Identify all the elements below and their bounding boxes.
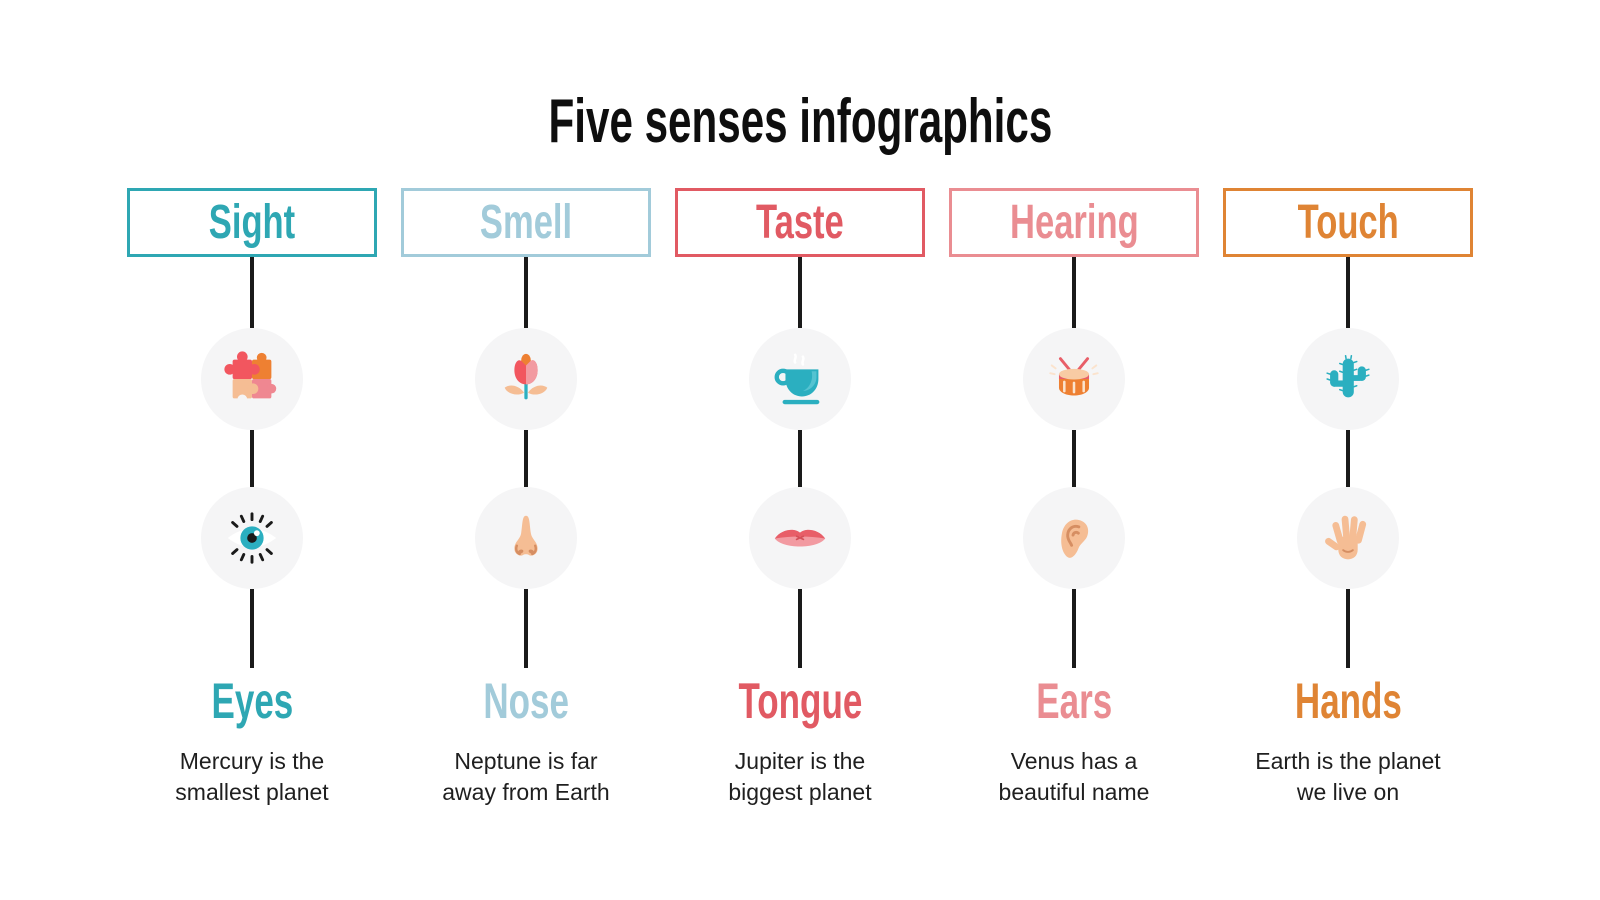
organ-label: Tongue xyxy=(738,673,862,730)
sense-box-label: Hearing xyxy=(1009,195,1139,249)
sense-description: Venus has a beautiful name xyxy=(999,746,1150,807)
icon-circle xyxy=(1023,328,1125,431)
organ-label: Ears xyxy=(1036,673,1112,730)
organ-label: Nose xyxy=(483,673,569,730)
sense-description: Neptune is far away from Earth xyxy=(442,746,609,807)
icon-circle xyxy=(475,487,577,590)
organ-label: Hands xyxy=(1294,673,1402,730)
tulip-icon xyxy=(504,354,548,400)
sense-description: Earth is the planet we live on xyxy=(1255,746,1440,807)
ear-icon xyxy=(1061,519,1089,559)
drum-icon xyxy=(1049,357,1099,396)
connector-line xyxy=(1072,257,1076,329)
lips-icon xyxy=(774,530,826,547)
cactus-icon xyxy=(1326,355,1370,398)
eye-icon xyxy=(227,512,277,564)
description-line: Jupiter is the xyxy=(734,748,866,775)
sense-box-taste: Taste xyxy=(675,188,925,258)
column-smell: Smell Nose Neptune xyxy=(401,188,651,807)
description-line: Venus has a xyxy=(1010,748,1138,775)
sense-description: Jupiter is the biggest planet xyxy=(728,746,871,807)
connector-line xyxy=(1072,430,1076,488)
description-line: Mercury is the xyxy=(179,748,325,775)
connector-line xyxy=(1346,257,1350,329)
icon-circle xyxy=(749,328,851,431)
sense-description: Mercury is the smallest planet xyxy=(175,746,328,807)
connector-line xyxy=(250,430,254,488)
icon-circle xyxy=(1297,487,1399,590)
description-line: smallest planet xyxy=(175,778,329,805)
connector-line xyxy=(250,257,254,329)
connector-line xyxy=(798,257,802,329)
icon-circle xyxy=(201,487,303,590)
connector-line xyxy=(798,589,802,669)
nose-icon xyxy=(514,515,538,556)
hand-icon xyxy=(1325,515,1367,560)
connector-line xyxy=(524,589,528,669)
column-touch: Touch xyxy=(1223,188,1473,807)
coffee-cup-icon xyxy=(774,353,820,405)
column-sight: Sight xyxy=(127,188,377,807)
organ-label: Eyes xyxy=(211,673,293,730)
description-line: we live on xyxy=(1296,778,1400,805)
icon-circle xyxy=(475,328,577,431)
column-hearing: Hearing xyxy=(949,188,1199,807)
sense-box-label: Taste xyxy=(756,195,844,249)
sense-box-touch: Touch xyxy=(1223,188,1473,258)
sense-box-sight: Sight xyxy=(127,188,377,258)
sense-box-label: Sight xyxy=(208,195,296,249)
connector-line xyxy=(1072,589,1076,669)
senses-columns: Sight xyxy=(0,188,1600,807)
connector-line xyxy=(524,430,528,488)
description-line: Earth is the planet xyxy=(1255,748,1441,775)
icon-circle xyxy=(1297,328,1399,431)
connector-line xyxy=(524,257,528,329)
connector-line xyxy=(798,430,802,488)
sense-box-hearing: Hearing xyxy=(949,188,1199,258)
sense-box-label: Smell xyxy=(479,195,573,249)
icon-circle xyxy=(749,487,851,590)
icon-circle xyxy=(201,328,303,431)
connector-line xyxy=(1346,430,1350,488)
sense-box-label: Touch xyxy=(1297,195,1399,249)
description-line: beautiful name xyxy=(998,778,1150,805)
description-line: away from Earth xyxy=(442,778,610,805)
puzzle-icon xyxy=(224,351,277,405)
connector-line xyxy=(250,589,254,669)
sense-box-smell: Smell xyxy=(401,188,651,258)
connector-line xyxy=(1346,589,1350,669)
page-title-text: Five senses infographics xyxy=(548,87,1052,156)
description-line: Neptune is far xyxy=(454,748,598,775)
description-line: biggest planet xyxy=(728,778,872,805)
page-title: Five senses infographics xyxy=(0,87,1600,156)
column-taste: Taste Tongue Jupiter is the bi xyxy=(675,188,925,807)
icon-circle xyxy=(1023,487,1125,590)
